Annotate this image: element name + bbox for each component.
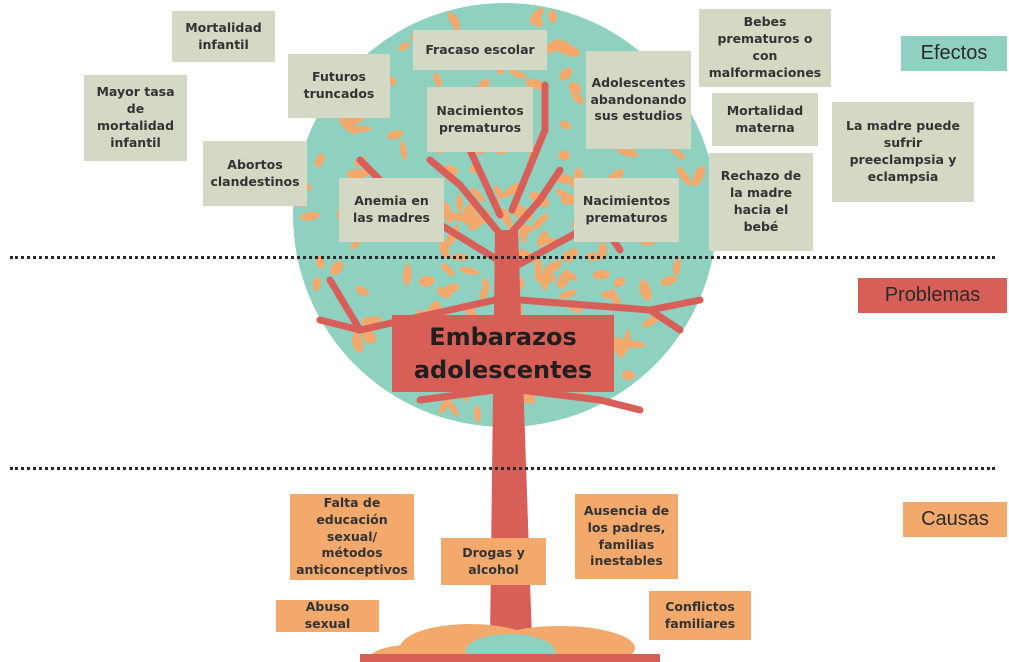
leaf [558,150,570,161]
effects-tag: Efectos [901,36,1007,71]
leaf [613,337,629,354]
leaf [493,185,504,199]
leaf [442,201,453,224]
leaf [671,148,686,160]
cause-box: Conflictos familiares [649,591,751,640]
effect-box: Mortalidad materna [712,93,818,146]
effect-box: Fracaso escolar [413,30,547,70]
leaf [459,266,480,276]
effect-box: Bebes prematuros o con malformaciones [699,9,831,87]
leaf [403,263,412,286]
leaf [621,370,635,381]
leaf [314,153,325,168]
effect-box: Adolescentes abandonando sus estudios [586,51,691,149]
leaf [559,289,577,300]
effect-box: Mortalidad infantil [172,11,275,62]
effect-box: Rechazo de la madre hacia el bebé [709,153,813,251]
leaf [456,194,463,212]
leaf [592,269,610,280]
cause-box: Abuso sexual [276,599,379,632]
cause-box: Drogas y alcohol [441,538,546,585]
leaf [542,260,562,276]
leaf [299,212,320,221]
leaf [418,275,435,287]
leaf [570,91,585,105]
leaf [443,283,460,294]
divider-effects-problems [10,256,995,259]
effect-box: Nacimientos prematuros [427,87,533,152]
leaf [616,147,639,158]
leaf [346,168,370,179]
leaf [519,224,532,237]
leaf [452,15,460,33]
effect-box: Nacimientos prematuros [574,178,679,242]
leaf [560,194,579,205]
leaf [446,398,460,417]
leaf [559,67,573,81]
leaf [463,208,477,225]
leaf [362,331,377,344]
cause-box: Falta de educación sexual/ métodos antic… [290,494,414,580]
causes-tag: Causas [903,502,1007,537]
leaf [441,263,455,277]
leaf [525,78,546,90]
leaf [555,174,576,185]
leaf [534,259,543,279]
leaf [351,333,364,353]
effect-box: Futuros truncados [288,54,390,118]
effect-box: Anemia en las madres [339,178,444,242]
leaf [548,9,557,24]
leaf [534,273,556,284]
leaf [509,69,527,79]
leaf [612,345,625,359]
leaf [387,130,404,140]
leaf [398,41,410,52]
leaf [532,14,543,28]
leaf [399,140,407,160]
leaf [474,405,481,423]
problems-tag: Problemas [858,278,1007,313]
leaf [639,279,652,301]
leaf [568,82,582,94]
effect-box: Mayor tasa de mortalidad infantil [84,75,187,161]
leaf [479,286,489,300]
leaf [330,260,344,276]
leaf [433,72,442,87]
leaf [673,257,681,276]
leaf [660,275,678,286]
leaf [676,166,692,186]
ground-bushes [360,624,660,662]
leaf [597,242,607,261]
divider-problems-causes [10,467,995,470]
leaf [559,120,572,130]
leaf [355,285,369,297]
leaf [613,277,626,288]
main-problem-box: Embarazos adolescentes [392,315,614,392]
cause-box: Ausencia de los padres, familias inestab… [575,494,678,579]
leaf [531,213,549,231]
leaf [503,183,521,198]
leaf [470,187,485,203]
leaf [692,165,705,187]
leaf [556,269,571,290]
leaf [461,203,472,220]
leaf [312,276,321,291]
leaf [557,44,581,57]
effect-box: Abortos clandestinos [203,141,307,206]
leaf [548,41,562,52]
leaf [439,239,450,259]
leaf [610,288,620,309]
effect-box: La madre puede sufrir preeclampsia y ecl… [832,102,974,202]
